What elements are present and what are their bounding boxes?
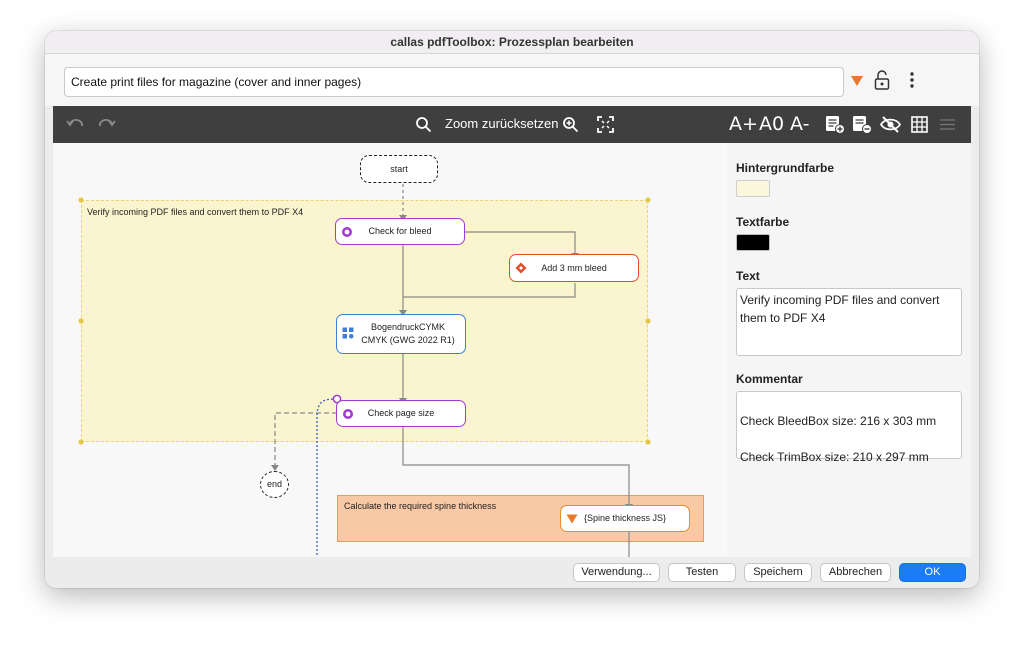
remove-comment-icon[interactable] (852, 115, 872, 134)
align-icon[interactable] (939, 118, 956, 131)
add-comment-icon[interactable] (825, 115, 845, 134)
zoom-reset-button[interactable]: Zoom zurücksetzen (445, 116, 559, 131)
script-icon (566, 514, 578, 523)
spine-js-node[interactable]: {Spine thickness JS} (560, 505, 690, 532)
check-icon (343, 408, 353, 419)
usage-button[interactable]: Verwendung... (573, 563, 660, 582)
process-name-input[interactable] (64, 67, 844, 97)
undo-icon[interactable] (65, 116, 85, 132)
editor-window: callas pdfToolbox: Prozessplan bearbeite… (45, 31, 979, 588)
convert-label-2: CMYK (GWG 2022 R1) (361, 335, 455, 345)
triangle-down-icon[interactable] (851, 76, 863, 86)
test-button[interactable]: Testen (668, 563, 736, 582)
editor-toolbar: Zoom zurücksetzen A+ A0 A- (53, 106, 971, 143)
profile-icon (342, 327, 354, 339)
bg-color-heading: Hintergrundfarbe (736, 161, 835, 175)
comment-field[interactable]: Check BleedBox size: 216 x 303 mm Check … (736, 391, 962, 464)
zoom-in-icon[interactable] (562, 116, 579, 133)
end-node-label: end (266, 479, 283, 489)
zoom-out-icon[interactable] (415, 116, 432, 133)
check-page-size-label: Check page size (367, 408, 435, 418)
fit-to-screen-icon[interactable] (597, 116, 614, 133)
dialog-buttons: Verwendung... Testen Speichern Abbrechen… (45, 557, 979, 588)
check-page-size-node[interactable]: Check page size (336, 400, 466, 427)
text-field[interactable]: Verify incoming PDF files and convert th… (736, 288, 962, 356)
fixup-icon (515, 262, 527, 274)
group-spine-label: Calculate the required spine thickness (344, 501, 497, 511)
redo-icon[interactable] (97, 116, 117, 132)
check-bleed-node[interactable]: Check for bleed (335, 218, 465, 245)
connector-lines (78, 184, 651, 557)
add-bleed-node[interactable]: Add 3 mm bleed (509, 254, 639, 282)
grid-icon[interactable] (911, 116, 928, 133)
text-color-heading: Textfarbe (736, 215, 790, 229)
comment-line-1: Check BleedBox size: 216 x 303 mm (740, 414, 937, 428)
ok-button[interactable]: OK (899, 563, 966, 582)
start-node-label: start (390, 163, 408, 174)
properties-panel: Hintergrundfarbe Textfarbe Text Verify i… (727, 143, 971, 557)
unlock-icon[interactable] (874, 70, 890, 90)
font-reset-button[interactable]: A0 (759, 113, 785, 135)
font-increase-button[interactable]: A+ (729, 113, 758, 135)
convert-node[interactable]: BogendruckCYMK CMYK (GWG 2022 R1) (336, 314, 466, 354)
add-bleed-label: Add 3 mm bleed (541, 262, 607, 273)
window-title: callas pdfToolbox: Prozessplan bearbeite… (45, 31, 979, 54)
check-bleed-label: Check for bleed (368, 226, 432, 236)
process-header (45, 54, 979, 106)
start-node[interactable]: start (360, 155, 438, 183)
hide-icon[interactable] (880, 116, 901, 133)
spine-js-label: {Spine thickness JS} (583, 513, 667, 523)
comment-heading: Kommentar (736, 372, 803, 386)
text-color-swatch[interactable] (736, 234, 770, 251)
more-vertical-icon[interactable] (907, 70, 917, 90)
convert-label-1: BogendruckCYMK (370, 322, 446, 332)
end-node[interactable]: end (260, 471, 289, 498)
group-verify-label: Verify incoming PDF files and convert th… (87, 207, 304, 217)
check-icon (342, 226, 352, 237)
cancel-button[interactable]: Abbrechen (820, 563, 891, 582)
font-decrease-button[interactable]: A- (790, 113, 810, 135)
comment-line-2: Check TrimBox size: 210 x 297 mm (740, 450, 929, 464)
text-heading: Text (736, 269, 760, 283)
save-button[interactable]: Speichern (744, 563, 812, 582)
process-canvas[interactable]: Verify incoming PDF files and convert th… (53, 143, 727, 557)
bg-color-swatch[interactable] (736, 180, 770, 197)
